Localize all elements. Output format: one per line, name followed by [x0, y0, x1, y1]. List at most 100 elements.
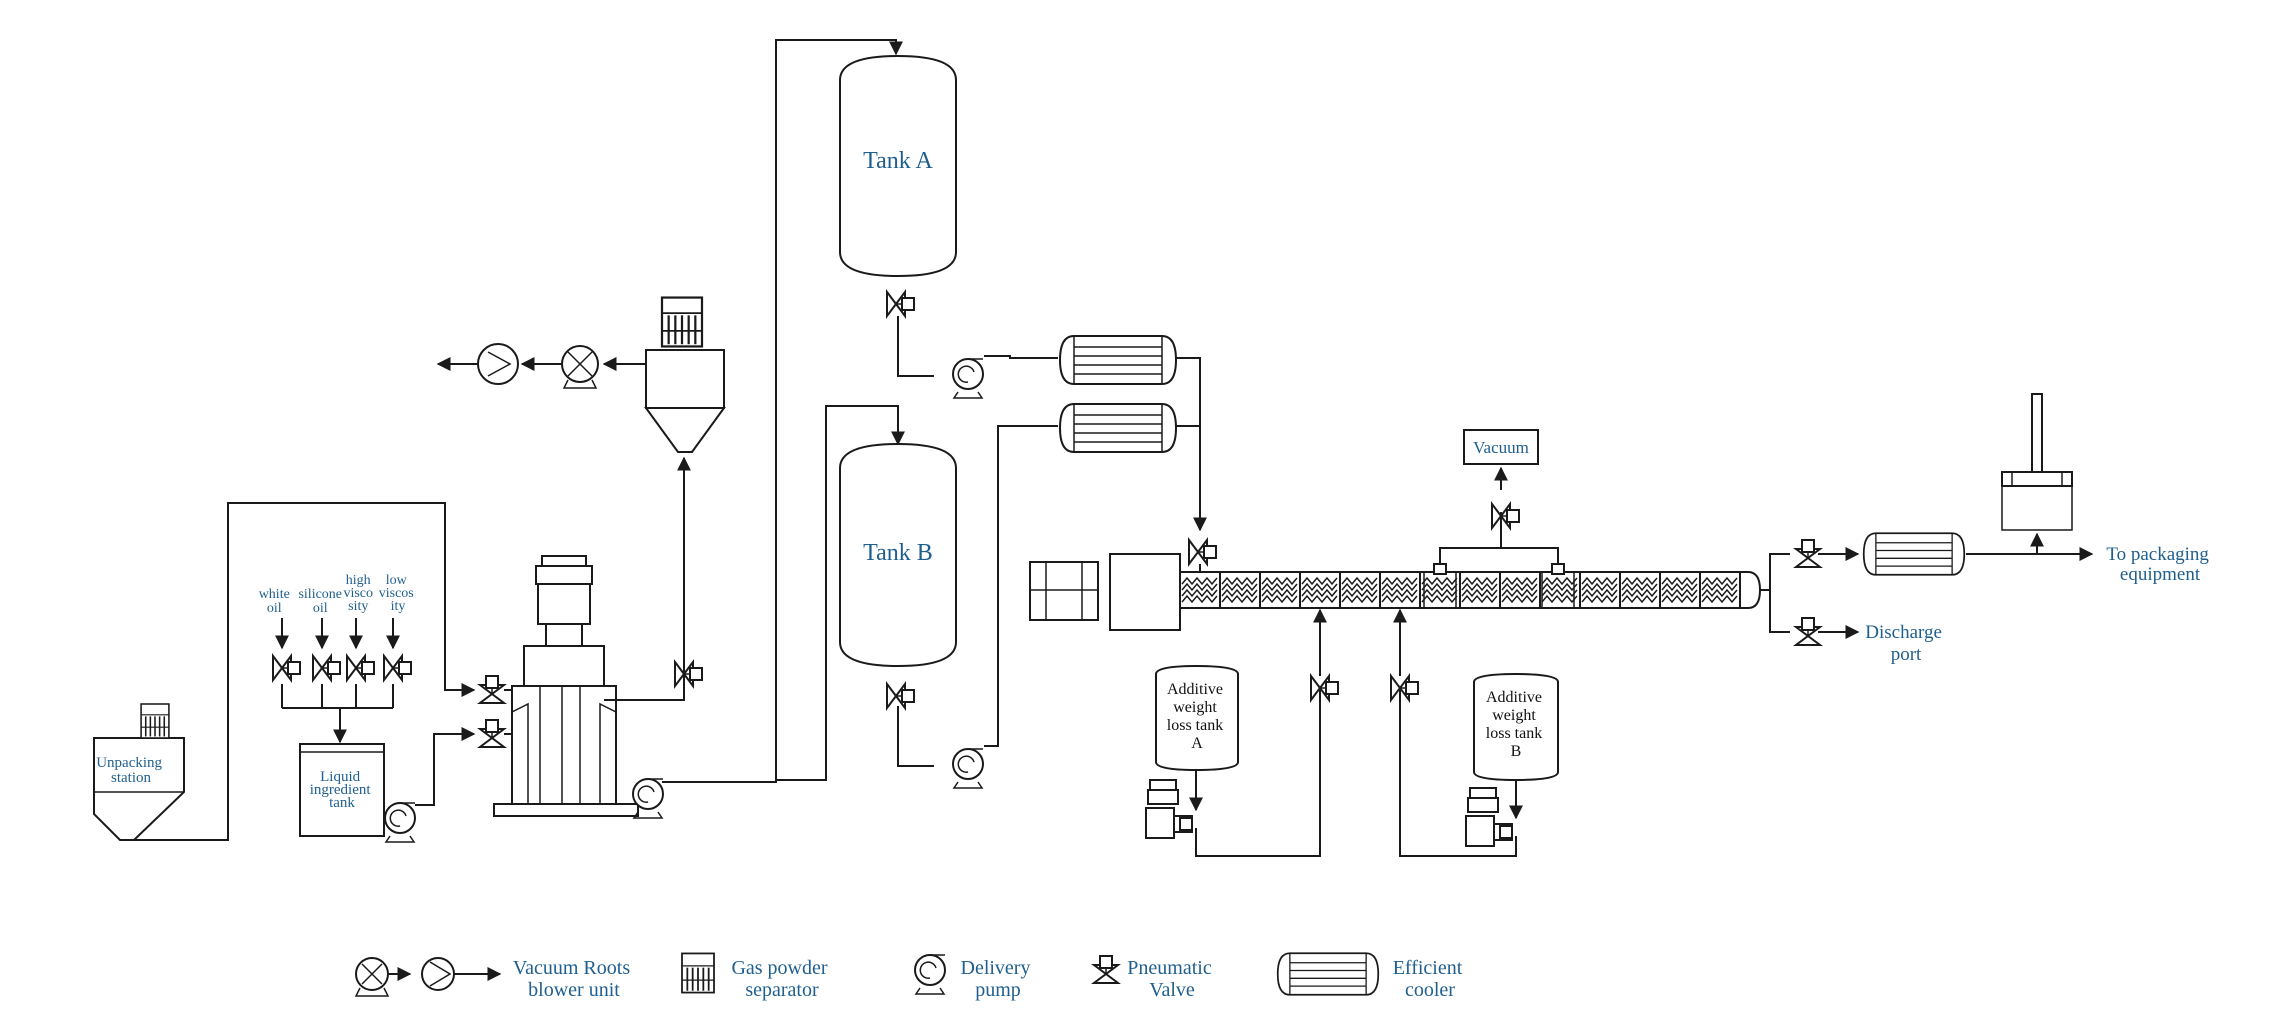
legend: Vacuum Roots blower unit Gas powder sepa…: [354, 952, 1468, 1001]
liquid-feed-line: [415, 727, 476, 806]
additive-b-feed-line: [1399, 690, 1517, 857]
svg-text:Gas powder separator: Gas powder separator: [731, 957, 832, 1001]
svg-text:white oil silicone: white oil silicone oil high visco sity l…: [259, 573, 418, 616]
additive-b-valve-icon[interactable]: [1390, 675, 1419, 701]
unpacking-label-2: station: [111, 770, 151, 786]
svg-text:Additive weight lo: Additive weight loss tank B: [1486, 689, 1546, 760]
legend-pump-label-1: Delivery: [961, 957, 1031, 979]
feed-line-tank-b: [776, 405, 905, 781]
separator-fan-icon: [660, 296, 704, 348]
tank-a-valve-icon[interactable]: [886, 291, 915, 317]
tank-b-valve-icon[interactable]: [886, 683, 915, 709]
mixer: [493, 555, 639, 817]
cooler-1-to-extruder-line: [1176, 357, 1207, 532]
mixer-delivery-pump-icon[interactable]: [632, 778, 664, 819]
cooler-2-icon: [1059, 403, 1177, 453]
packaging-valve-icon[interactable]: [1795, 539, 1821, 568]
legend-roots-blower-icon: [354, 957, 502, 997]
tank-b-label: Tank B: [863, 540, 933, 566]
silicone-oil-label-1: silicone: [298, 587, 342, 602]
white-oil-label-2: oil: [267, 601, 282, 616]
unpacking-motor-icon: [140, 703, 170, 739]
high-viscosity-label-2: visco: [343, 586, 373, 601]
tank-a-to-cooler-line: [984, 355, 1058, 359]
legend-efficient-cooler-icon: [1276, 952, 1380, 996]
gas-powder-separator: [636, 296, 726, 453]
discharge-valve-icon[interactable]: [1795, 617, 1821, 646]
legend-roots-label-1: Vacuum Roots: [513, 957, 630, 979]
legend-cooler-label-1: Efficient: [1393, 957, 1463, 979]
additive-a-valve-icon[interactable]: [1310, 675, 1339, 701]
low-viscosity-label-1: low: [386, 573, 408, 588]
vacuum-valve-icon[interactable]: [1491, 503, 1520, 529]
separator-valve-icon[interactable]: [674, 661, 703, 687]
extruder-inlet-valve-icon[interactable]: [1188, 539, 1217, 565]
tank-b: Tank B: [839, 442, 957, 668]
svg-text:Efficient cooler: Efficient cooler: [1393, 957, 1468, 1001]
discharge-label-1: Discharge: [1865, 622, 1942, 643]
legend-valve-label-2: Valve: [1149, 979, 1195, 1001]
outlet-cooler-icon: [1862, 532, 1966, 576]
mixer-inlet-valve-1-icon[interactable]: [479, 675, 505, 704]
unpacking-feed-line: [134, 502, 476, 841]
tank-b-delivery-pump-icon[interactable]: [952, 748, 984, 789]
liquid-tank-label-2: ingredient: [310, 782, 372, 798]
tank-a-label: Tank A: [863, 148, 933, 174]
liquid-tank-label-3: tank: [329, 795, 355, 811]
silicone-oil-label-2: oil: [313, 601, 328, 616]
legend-roots-label-2: blower unit: [528, 979, 620, 1001]
additive-tank-b: Additive weight loss tank B: [1473, 672, 1559, 782]
exhaust-fan: [477, 343, 519, 385]
liquid-delivery-pump-icon[interactable]: [384, 802, 416, 843]
additive-tank-a: Additive weight loss tank A: [1155, 664, 1239, 772]
additive-a-label-2: weight: [1173, 699, 1217, 716]
legend-valve-label-1: Pneumatic: [1127, 957, 1212, 979]
unpacking-station: Unpacking station: [93, 703, 185, 841]
legend-cooler-label-2: cooler: [1405, 979, 1455, 1001]
packaging-label-1: To packaging: [2106, 544, 2209, 565]
svg-text:Unpacking station: Unpacking station: [96, 755, 166, 786]
additive-b-label-2: weight: [1492, 707, 1536, 724]
outlet-line-bottom: [1769, 590, 1790, 633]
legend-pneumatic-valve-icon: [1093, 955, 1119, 984]
packaging-label: To packaging equipment: [2106, 544, 2213, 585]
additive-b-label-3: loss tank: [1486, 725, 1542, 742]
additive-a-label-1: Additive: [1167, 681, 1223, 698]
packaging-label-2: equipment: [2120, 564, 2201, 585]
white-oil-label-1: white: [259, 587, 290, 602]
vacuum-label: Vacuum: [1473, 438, 1529, 457]
cooler-1-icon: [1059, 335, 1177, 385]
high-viscosity-label-3: sity: [348, 599, 368, 614]
tank-b-to-cooler-line: [984, 425, 1058, 747]
liquid-ingredient-tank: Liquid ingredient tank: [299, 743, 385, 837]
mixer-inlet-valve-2-icon[interactable]: [479, 719, 505, 748]
additive-a-label-3: loss tank: [1167, 717, 1223, 734]
packaging-piston: [2001, 393, 2073, 554]
screw-extruder-barrel: [1179, 571, 1762, 609]
additive-b-motor-icon: [1465, 787, 1513, 847]
liquid-tank-label-1: Liquid: [320, 769, 360, 785]
svg-text:Pneumatic Valve: Pneumatic Valve: [1127, 957, 1216, 1001]
additive-a-label-4: A: [1191, 735, 1203, 752]
svg-text:Liquid ingredient: Liquid ingredient tank: [310, 769, 375, 811]
high-viscosity-label-1: high: [346, 573, 371, 588]
svg-text:Vacuum Roots blower unit: Vacuum Roots blower unit: [513, 957, 635, 1001]
svg-text:Delivery pump: Delivery pump: [961, 957, 1036, 1001]
additive-b-label-1: Additive: [1486, 689, 1542, 706]
low-viscosity-valve-icon[interactable]: [383, 655, 412, 681]
high-viscosity-valve-icon[interactable]: [346, 655, 375, 681]
tank-a-delivery-pump-icon[interactable]: [952, 358, 984, 399]
silicone-oil-valve-icon[interactable]: [312, 655, 341, 681]
white-oil-valve-icon[interactable]: [272, 655, 301, 681]
additive-b-label-4: B: [1511, 743, 1522, 760]
discharge-label: Discharge port: [1865, 622, 1946, 665]
tank-a-outlet-line: [897, 316, 934, 377]
extruder-drive: [1029, 553, 1181, 631]
legend-gas-separator-icon: [680, 952, 716, 994]
additive-a-feed-line: [1195, 690, 1321, 857]
mixer-to-separator-line: [604, 456, 691, 701]
outlet-line-top: [1760, 553, 1790, 591]
tank-b-outlet-line: [897, 706, 934, 767]
vacuum-manifold-line: [1439, 512, 1559, 564]
